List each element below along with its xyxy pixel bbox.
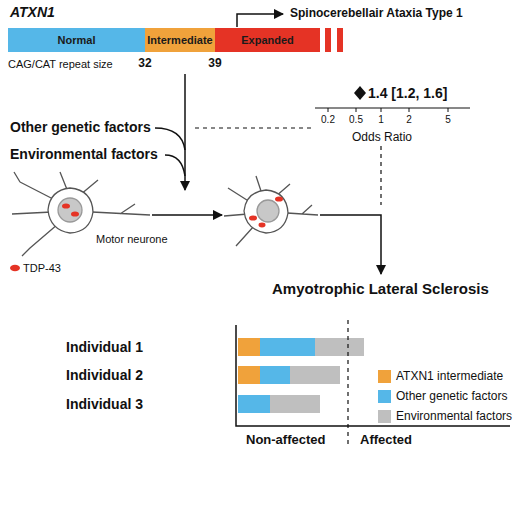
flow-arrow [320, 215, 381, 274]
row-label: Individual 2 [66, 368, 143, 383]
cell-label: Motor neurone [96, 233, 168, 245]
legend-swatch [378, 370, 391, 383]
group-label: Non-affected [246, 433, 325, 447]
band-label: Expanded [241, 34, 294, 46]
bar-segment [315, 338, 364, 356]
axis-title: Odds Ratio [352, 131, 412, 144]
legend-text: TDP-43 [23, 262, 61, 274]
legend-text: Environmental factors [396, 410, 512, 423]
bar-segment [260, 338, 315, 356]
factor-label: Environmental factors [10, 147, 158, 162]
disease-label: Spinocerebellair Ataxia Type 1 [290, 7, 463, 20]
group-label: Affected [360, 433, 412, 447]
tdp43-aggregate [275, 196, 283, 201]
row-label: Individual 1 [66, 340, 143, 355]
tick-label: 0.2 [321, 114, 335, 125]
bar-segment [260, 366, 290, 384]
legend-text: Other genetic factors [396, 390, 507, 403]
tick-label: 1 [378, 114, 384, 125]
bar-segment [238, 366, 260, 384]
threshold-line [347, 320, 348, 445]
factor-label: Other genetic factors [10, 120, 151, 135]
merge-curve [155, 128, 185, 150]
axis-ticks [328, 108, 448, 112]
flow-arrow [152, 214, 222, 216]
tdp43-aggregate [259, 223, 266, 228]
repeat-block [337, 28, 343, 52]
merge-curve [165, 155, 185, 176]
tick-label: 0.5 [349, 114, 363, 125]
threshold-number: 32 [138, 57, 151, 70]
tick-label: 5 [445, 114, 451, 125]
tdp43-aggregate [71, 211, 79, 216]
legend-text: ATXN1 intermediate [396, 370, 503, 383]
tick-label: 2 [406, 114, 412, 125]
repeat-band: Normal [8, 28, 145, 52]
threshold-number: 39 [208, 57, 221, 70]
tdp43-aggregate [249, 215, 257, 220]
bar-segment [238, 338, 260, 356]
bracket-arrow [237, 14, 283, 27]
repeat-band: Intermediate [145, 28, 215, 52]
bar-segment [270, 395, 320, 413]
bar-segment [290, 366, 340, 384]
band-label: Intermediate [147, 34, 212, 46]
estimate-diamond [354, 86, 366, 100]
legend-swatch [378, 390, 391, 403]
axis-caption: CAG/CAT repeat size [8, 58, 113, 70]
legend-swatch [378, 410, 391, 423]
repeat-band: Expanded [215, 28, 320, 52]
outcome-label: Amyotrophic Lateral Sclerosis [272, 281, 489, 298]
repeat-block [325, 28, 331, 52]
dashed-link [195, 127, 315, 128]
motor-neuron [224, 176, 318, 246]
axis-line [315, 108, 470, 109]
band-label: Normal [58, 34, 96, 46]
gene-name: ATXN1 [10, 5, 55, 20]
legend-sample [10, 265, 20, 271]
row-label: Individual 3 [66, 397, 143, 412]
bar-segment [238, 395, 270, 413]
tdp43-aggregate [62, 203, 70, 208]
odds-ratio-value: 1.4 [1.2, 1.6] [368, 86, 447, 101]
dashed-link [380, 146, 381, 205]
